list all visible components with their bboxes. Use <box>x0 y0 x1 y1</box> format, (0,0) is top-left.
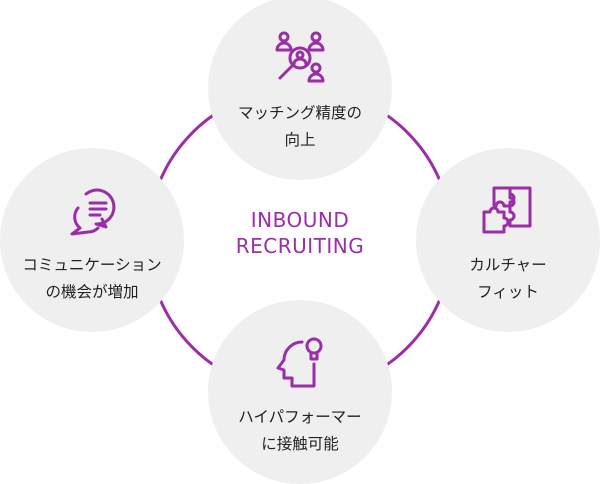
head-lightbulb-icon <box>276 337 323 388</box>
node-high-performer: ハイパフォーマー に接触可能 <box>208 300 392 484</box>
node-matching: マッチング精度の 向上 <box>208 0 392 180</box>
center-title-line2: RECRUITING <box>235 234 365 258</box>
puzzle-icon <box>482 186 532 234</box>
node-label: カルチャー フィット <box>469 256 547 301</box>
center-title-line1: INBOUND <box>250 208 350 232</box>
people-search-icon <box>275 31 325 83</box>
node-label: マッチング精度の 向上 <box>237 104 362 149</box>
node-label: コミュニケーション の機会が増加 <box>22 256 162 301</box>
node-label: ハイパフォーマー に接触可能 <box>238 408 362 453</box>
chat-bubbles-icon <box>70 188 116 236</box>
node-communication: コミュニケーション の機会が増加 <box>0 148 184 332</box>
center-title: INBOUND RECRUITING <box>200 207 400 259</box>
node-culture-fit: カルチャー フィット <box>416 148 600 332</box>
